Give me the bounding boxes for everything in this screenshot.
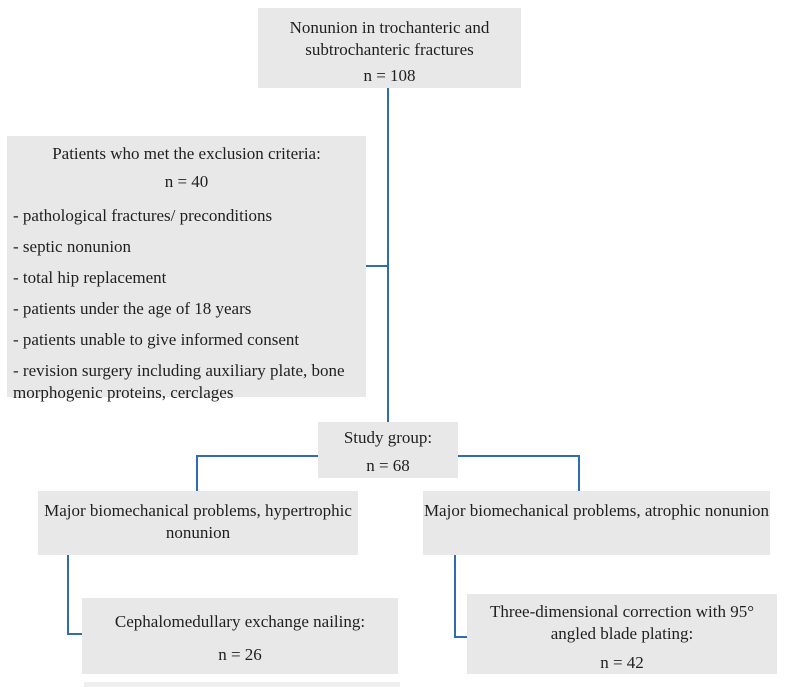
box-study-group-count: n = 68: [366, 456, 410, 475]
box-exclusion-criteria: Patients who met the exclusion criteria:…: [7, 136, 366, 402]
connector-hypertrophic-to-nailing: [67, 555, 82, 635]
box-hypertrophic-nonunion: Major biomechanical problems, hypertroph…: [38, 491, 358, 555]
connector-top-to-study: [387, 88, 389, 422]
exclusion-item: - septic nonunion: [13, 237, 132, 256]
box-blade-plating-count: n = 42: [600, 653, 644, 672]
exclusion-item: - patients under the age of 18 years: [13, 299, 252, 318]
exclusion-item: - revision surgery including auxiliary p…: [13, 361, 345, 402]
exclusion-item: - patients unable to give informed conse…: [13, 330, 300, 349]
box-nonunion-total-count: n = 108: [363, 66, 416, 85]
box-hypertrophic-title: Major biomechanical problems, hypertroph…: [44, 501, 352, 542]
exclusion-item: - total hip replacement: [13, 268, 167, 287]
box-study-group-title: Study group:: [343, 428, 433, 447]
connector-study-to-hypertrophic: [196, 455, 318, 491]
box-exclusion-title: Patients who met the exclusion criteria:: [52, 144, 321, 163]
cropped-bottom-strip: [84, 682, 400, 687]
box-atrophic-nonunion: Major biomechanical problems, atrophic n…: [423, 491, 770, 555]
exclusion-item: - pathological fractures/ preconditions: [13, 206, 273, 225]
box-exclusion-count: n = 40: [164, 172, 209, 191]
box-nonunion-total: Nonunion in trochanteric and subtrochant…: [258, 8, 521, 88]
connector-study-to-atrophic: [458, 455, 580, 491]
box-atrophic-title: Major biomechanical problems, atrophic n…: [423, 501, 770, 520]
box-blade-plating-title: Three-dimensional correction with 95° an…: [489, 602, 755, 643]
box-exchange-nailing-title: Cephalomedullary exchange nailing:: [114, 612, 366, 631]
connector-atrophic-to-blade: [454, 555, 467, 638]
box-exchange-nailing: Cephalomedullary exchange nailing: n = 2…: [82, 598, 398, 674]
box-nonunion-total-title: Nonunion in trochanteric and subtrochant…: [289, 18, 490, 59]
exclusion-criteria-list: - pathological fractures/ preconditions …: [13, 205, 360, 404]
connector-exclusion-stub: [366, 265, 388, 267]
box-exchange-nailing-count: n = 26: [218, 645, 262, 664]
box-study-group: Study group: n = 68: [318, 422, 458, 478]
box-blade-plating: Three-dimensional correction with 95° an…: [467, 594, 777, 674]
